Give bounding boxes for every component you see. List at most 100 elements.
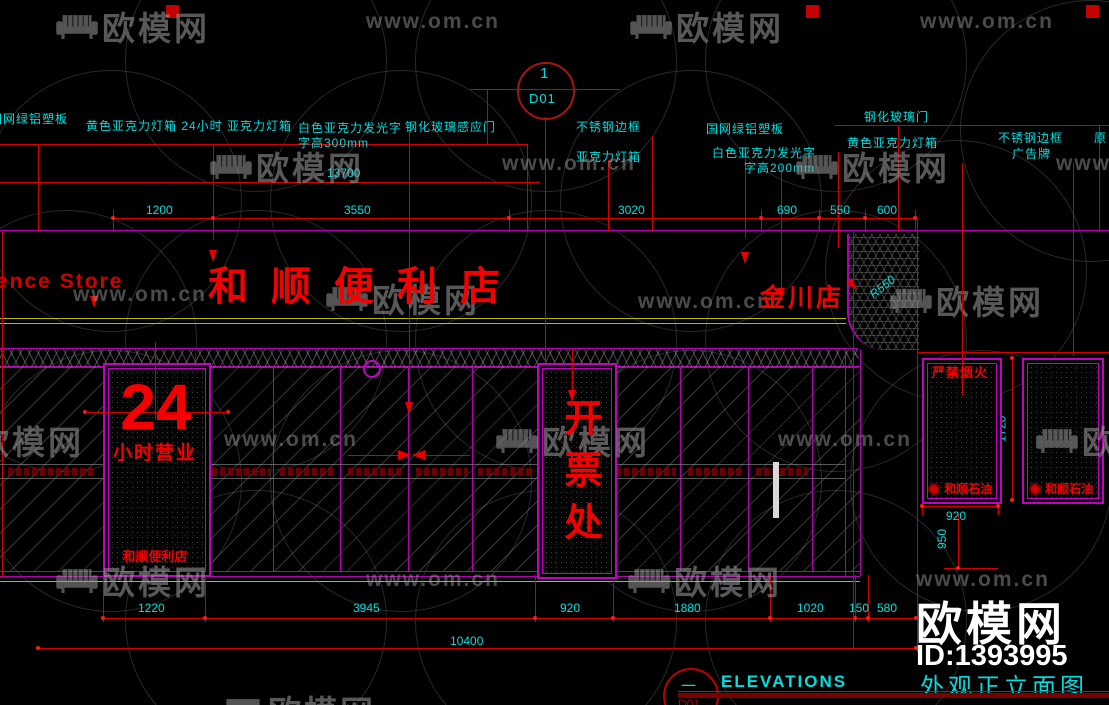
glass-band-text-strip — [212, 468, 270, 476]
glass-band-line — [0, 464, 845, 465]
fascia-bottom-line — [0, 323, 846, 324]
leader-line — [155, 342, 156, 420]
fuel-logo-icon — [1028, 482, 1041, 495]
fuel-brand-row: 和顺石油 — [926, 480, 994, 498]
dim-tick — [956, 566, 960, 570]
leader-line — [781, 166, 782, 294]
watermark-circle — [0, 350, 242, 612]
panel24-hours: 小时营业 — [112, 443, 197, 464]
dim-top-1: 1200 — [146, 203, 173, 217]
fuel-panel-left — [922, 358, 1002, 504]
dim-bottom-5: 1020 — [797, 601, 824, 615]
panel24-number: 24 — [120, 371, 192, 443]
construction-line — [835, 125, 1109, 126]
leader-arrow-icon — [90, 296, 98, 308]
storefront-top-line — [0, 366, 860, 367]
callout-drop-line — [545, 117, 546, 572]
centerline — [853, 232, 854, 650]
glass-band-text-strip — [688, 468, 744, 476]
mullion — [408, 366, 409, 571]
dim-bottom-4: 1880 — [674, 601, 701, 615]
ticket-label: 开票处 — [558, 398, 600, 554]
dim-bottom-3: 920 — [560, 601, 581, 615]
dim-top-5: 550 — [830, 203, 851, 217]
label-white-acrylic: 白色亚克力发光字 — [298, 121, 403, 135]
watermark-circle — [270, 350, 532, 612]
fuel-brand-row: 和顺石油 — [1026, 480, 1096, 498]
title-en: ELEVATIONS — [721, 672, 848, 691]
leader-line — [213, 144, 214, 240]
dim-extension — [103, 575, 104, 622]
fuel-warning: 严禁烟火 — [931, 365, 988, 380]
leader-arrow-icon — [568, 390, 576, 402]
construction-line — [917, 352, 1109, 353]
fascia-bottom-line — [0, 318, 846, 319]
leader-line — [572, 350, 573, 392]
leader-line — [1099, 125, 1100, 232]
sign-branch-name: 金川店 — [760, 284, 845, 312]
mullion — [845, 350, 846, 576]
mullion — [340, 366, 341, 571]
ticket-window-panel — [537, 363, 617, 579]
leader-arrow-icon — [777, 288, 785, 300]
dim-extension — [509, 210, 510, 232]
construction-line — [0, 182, 540, 183]
glass-band-line — [0, 478, 845, 479]
label-steel-frame-2: 不锈钢边框 — [998, 131, 1064, 145]
leader-line — [962, 163, 963, 395]
truss-band — [0, 348, 858, 368]
dim-top-4: 690 — [777, 203, 798, 217]
panel24-store: 和顺便利店 — [122, 549, 188, 564]
detail-callout-circle — [517, 62, 575, 120]
dim-tick — [817, 216, 821, 220]
label-partial-right: 原 — [1094, 131, 1108, 145]
dim-tick — [111, 216, 115, 220]
dim-tick — [203, 616, 207, 620]
glass-band-text-strip — [348, 468, 404, 476]
dim-tick — [996, 504, 1000, 508]
label-acrylic-lightbox: 亚克力灯箱 — [576, 150, 642, 164]
fascia-top-line — [0, 230, 1109, 231]
leader-line — [608, 160, 609, 232]
leader-arrow-icon — [405, 402, 413, 414]
dim-extension — [819, 210, 820, 232]
dim-extension — [613, 575, 614, 622]
dim-line-1720 — [1012, 358, 1013, 500]
callout-sheet: D01 — [529, 91, 556, 106]
sign-store-name: 和顺便利店 — [208, 265, 523, 309]
mullion — [748, 366, 749, 571]
label-yellow-lightbox-2: 黄色亚克力灯箱 — [847, 136, 939, 150]
dim-tick — [1010, 356, 1014, 360]
watermark-circle — [850, 350, 1109, 612]
dim-bottom-6: 150 — [849, 601, 870, 615]
mullion — [680, 366, 681, 571]
dim-extension — [205, 575, 206, 622]
watermark-circle — [705, 210, 967, 472]
dim-tick — [866, 616, 870, 620]
glass-band-text-strip — [756, 468, 808, 476]
mullion — [472, 366, 473, 571]
construction-line — [38, 144, 39, 232]
leader-line — [652, 136, 653, 232]
site-id-text: ID:1393995 — [916, 640, 1068, 672]
dim-line-top — [113, 218, 915, 219]
dim-bottom-7: 580 — [877, 601, 898, 615]
label-yellow-lightbox-24h: 黄色亚克力灯箱 24小时 亚克力灯箱 — [86, 119, 293, 133]
construction-line — [527, 144, 528, 232]
sofa-icon — [56, 14, 98, 39]
title-callout-sheet: D01 — [678, 697, 701, 705]
sign-en-partial: ence Store — [0, 270, 124, 293]
dim-line-total — [38, 648, 917, 649]
glass-band-text-strip — [416, 468, 468, 476]
title-rule-bar — [678, 693, 1109, 698]
dim-line-950 — [958, 514, 959, 570]
dim-top-total: 13700 — [327, 166, 361, 180]
fuel-brand: 和顺石油 — [944, 482, 993, 496]
fuel-panel-right — [1022, 358, 1104, 504]
label-alu-panel: 国网绿铝塑板 — [0, 112, 69, 126]
leader-line — [487, 89, 488, 144]
storefront-bottom-line — [0, 571, 860, 572]
glass-band-text-strip — [616, 468, 676, 476]
leader-line — [1073, 163, 1074, 356]
